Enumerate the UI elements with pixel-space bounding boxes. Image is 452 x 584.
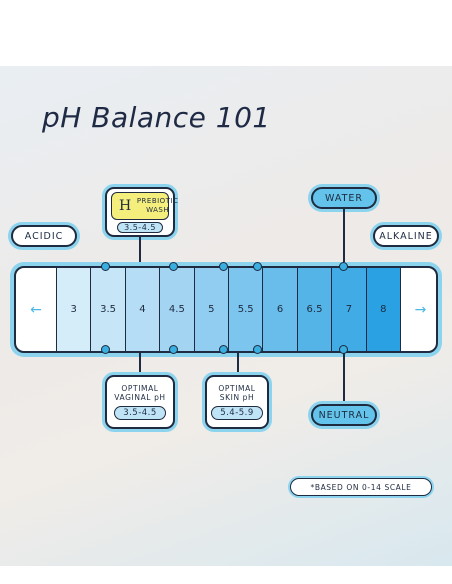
optimal-vaginal-ph-callout: OPTIMAL VAGINAL pH 3.5-4.5 (105, 375, 175, 429)
vaginal-range: 3.5-4.5 (114, 406, 166, 420)
marker-dot (253, 345, 262, 354)
marker-dot (339, 262, 348, 271)
left-arrow-icon: ← (30, 301, 42, 318)
scale-cell-3.5: 3.5 (90, 268, 125, 351)
skin-line2: SKIN pH (219, 393, 255, 402)
prebiotic-wash-label: H PREBIOTIC WASH (111, 192, 178, 221)
prebiotic-wash-callout: H PREBIOTIC WASH 3.5-4.5 (105, 187, 178, 237)
scale-cell-6: 6 (262, 268, 297, 351)
scale-cell-8: 8 (365, 268, 400, 351)
scale-cell-4: 4 (124, 268, 160, 351)
water-stem (343, 209, 345, 266)
skin-range: 5.4-5.9 (211, 406, 263, 420)
vaginal-line2: VAGINAL pH (114, 393, 166, 402)
page-title: pH Balance 101 (42, 101, 271, 134)
marker-dot (169, 262, 178, 271)
scale-cell-5: 5 (193, 268, 228, 351)
neutral-label: NEUTRAL (311, 404, 377, 426)
scale-cell-4.5: 4.5 (159, 268, 194, 351)
skin-stem (237, 353, 239, 375)
skin-line1: OPTIMAL (218, 384, 256, 393)
prebiotic-line1: PREBIOTIC (136, 197, 179, 205)
marker-dot (253, 262, 262, 271)
vaginal-line1: OPTIMAL (121, 384, 159, 393)
neutral-stem (343, 353, 345, 405)
marker-dot (101, 262, 110, 271)
prebiotic-stem (139, 237, 141, 266)
prebiotic-range: 3.5-4.5 (117, 222, 163, 234)
scale-cell-3: 3 (56, 268, 91, 351)
right-arrow-icon: → (400, 268, 436, 351)
marker-dot (219, 345, 228, 354)
brand-logo: H (119, 198, 132, 215)
scale-cell-7: 7 (331, 268, 366, 351)
marker-dot (169, 345, 178, 354)
acidic-label: ACIDIC (11, 225, 77, 247)
optimal-skin-ph-callout: OPTIMAL SKIN pH 5.4-5.9 (205, 375, 269, 429)
alkaline-label: ALKALINE (373, 225, 439, 247)
scale-footnote: *BASED ON 0-14 SCALE (290, 478, 432, 496)
vaginal-stem (139, 353, 141, 375)
prebiotic-line2: WASH (146, 206, 170, 215)
marker-dot (219, 262, 228, 271)
marker-dot (101, 345, 110, 354)
water-label: WATER (311, 187, 377, 209)
scale-cell-5.5: 5.5 (228, 268, 263, 351)
scale-cell-6.5: 6.5 (296, 268, 332, 351)
